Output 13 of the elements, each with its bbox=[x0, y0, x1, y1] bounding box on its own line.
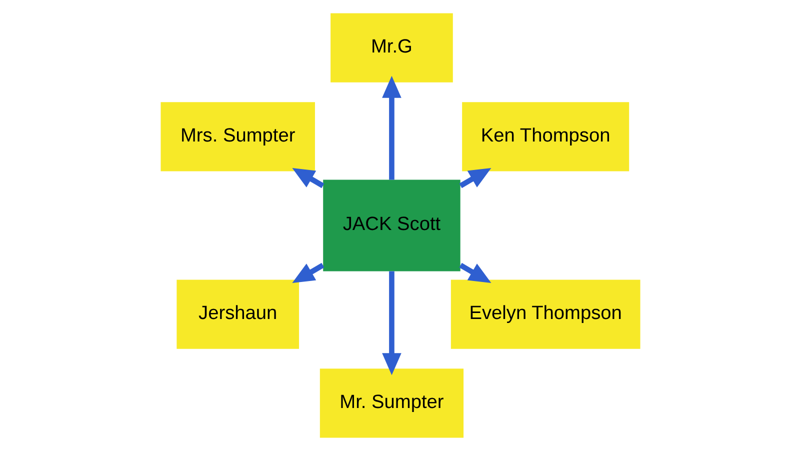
arrow bbox=[382, 75, 401, 180]
arrow bbox=[458, 168, 491, 188]
node-box: Mr. Sumpter bbox=[319, 368, 464, 438]
node-box: JACK Scott bbox=[322, 179, 460, 271]
arrow bbox=[292, 262, 324, 282]
node-box: Ken Thompson bbox=[462, 102, 629, 171]
node-box: Jershaun bbox=[176, 279, 299, 348]
arrow bbox=[382, 270, 401, 375]
node-box: Mr.G bbox=[330, 12, 452, 82]
arrow bbox=[458, 262, 491, 282]
node-box: Mrs. Sumpter bbox=[160, 102, 314, 171]
arrow bbox=[292, 168, 324, 188]
node-box: Evelyn Thompson bbox=[450, 279, 640, 348]
